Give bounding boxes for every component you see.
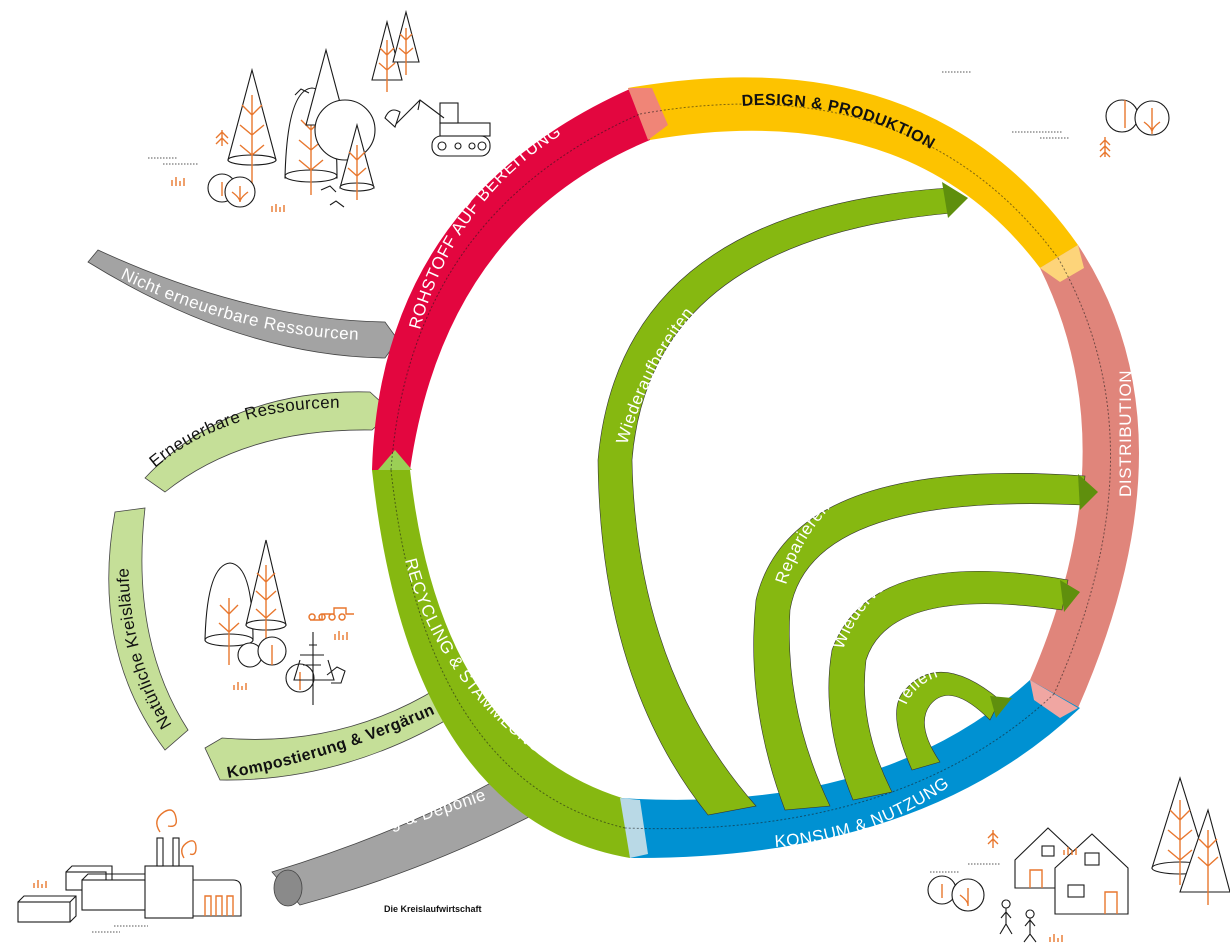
flow-nicht-erneuerbar: Nicht erneuerbare Ressourcen (87, 249, 399, 359)
forest-wood-illustration (204, 539, 354, 705)
forest-excavator-illustration (148, 9, 1070, 212)
main-cycle: ROHSTOFF AUF BEREITUNG DESIGN & PRODUKTI… (372, 77, 1139, 859)
diagram-caption: Die Kreislaufwirtschaft (384, 904, 482, 914)
trees-top-right-illustration (1099, 99, 1170, 158)
loop-wiederverwenden (828, 571, 1069, 801)
segment-konsum (620, 680, 1080, 859)
houses-people-illustration (927, 827, 1129, 943)
segment-recycling (372, 470, 630, 858)
distribution-label: DISTRIBUTION (1116, 370, 1135, 497)
trees-right-illustration (1151, 776, 1230, 905)
segment-design (628, 77, 1078, 268)
segment-rohstoff (372, 88, 650, 470)
factory-illustration (17, 809, 242, 933)
